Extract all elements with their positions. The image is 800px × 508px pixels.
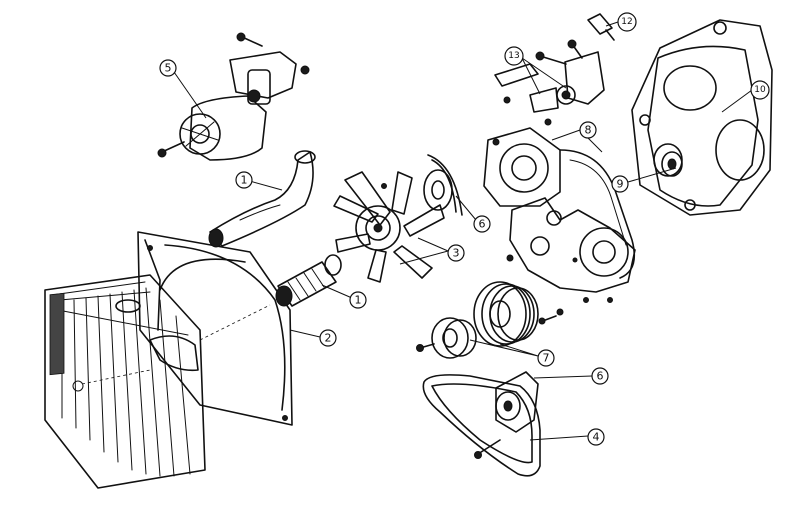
oil-seal — [661, 151, 683, 177]
callout-2: 2 — [319, 329, 337, 347]
bolt-12 — [587, 13, 615, 41]
svg-text:8: 8 — [585, 124, 592, 137]
callout-7: 7 — [537, 349, 555, 367]
svg-text:7: 7 — [543, 352, 550, 365]
cooling-fan — [333, 171, 445, 283]
svg-text:1: 1 — [241, 174, 248, 187]
svg-text:12: 12 — [621, 17, 632, 27]
svg-text:3: 3 — [453, 247, 460, 260]
upper-radiator-hose — [208, 150, 316, 248]
callout-1-lower: 1 — [349, 291, 367, 309]
idler-pulley-bracket — [474, 371, 539, 459]
lower-timing-cover — [506, 197, 636, 293]
callout-6-lower: 6 — [591, 367, 609, 385]
svg-text:9: 9 — [617, 178, 624, 191]
svg-text:6: 6 — [597, 370, 604, 383]
callout-13: 13 — [504, 46, 524, 66]
callout-10: 10 — [750, 80, 770, 100]
fan-spacer-pulley — [423, 154, 463, 216]
callout-leaders — [173, 21, 753, 441]
crankshaft-pulleys — [416, 281, 613, 359]
svg-text:13: 13 — [508, 51, 519, 61]
svg-text:1: 1 — [355, 294, 362, 307]
callout-8: 8 — [579, 121, 597, 139]
callout-6-upper: 6 — [473, 215, 491, 233]
belt-tensioner-assembly — [494, 39, 605, 126]
upper-timing-cover — [483, 127, 636, 279]
power-steering-pump — [157, 32, 310, 161]
svg-text:2: 2 — [325, 332, 332, 345]
drive-belt — [422, 374, 541, 477]
svg-text:4: 4 — [593, 431, 600, 444]
callout-1-upper: 1 — [235, 171, 253, 189]
fan-shroud — [137, 231, 293, 426]
svg-text:10: 10 — [754, 85, 766, 95]
engine-front-plate — [631, 19, 773, 216]
callout-5: 5 — [159, 59, 177, 77]
svg-text:5: 5 — [165, 62, 172, 75]
callout-3: 3 — [447, 244, 465, 262]
lower-radiator-hose — [275, 254, 342, 307]
radiator — [44, 274, 271, 489]
svg-text:6: 6 — [479, 218, 486, 231]
callout-9: 9 — [611, 175, 629, 193]
callout-4: 4 — [587, 428, 605, 446]
callout-12: 12 — [617, 12, 637, 32]
